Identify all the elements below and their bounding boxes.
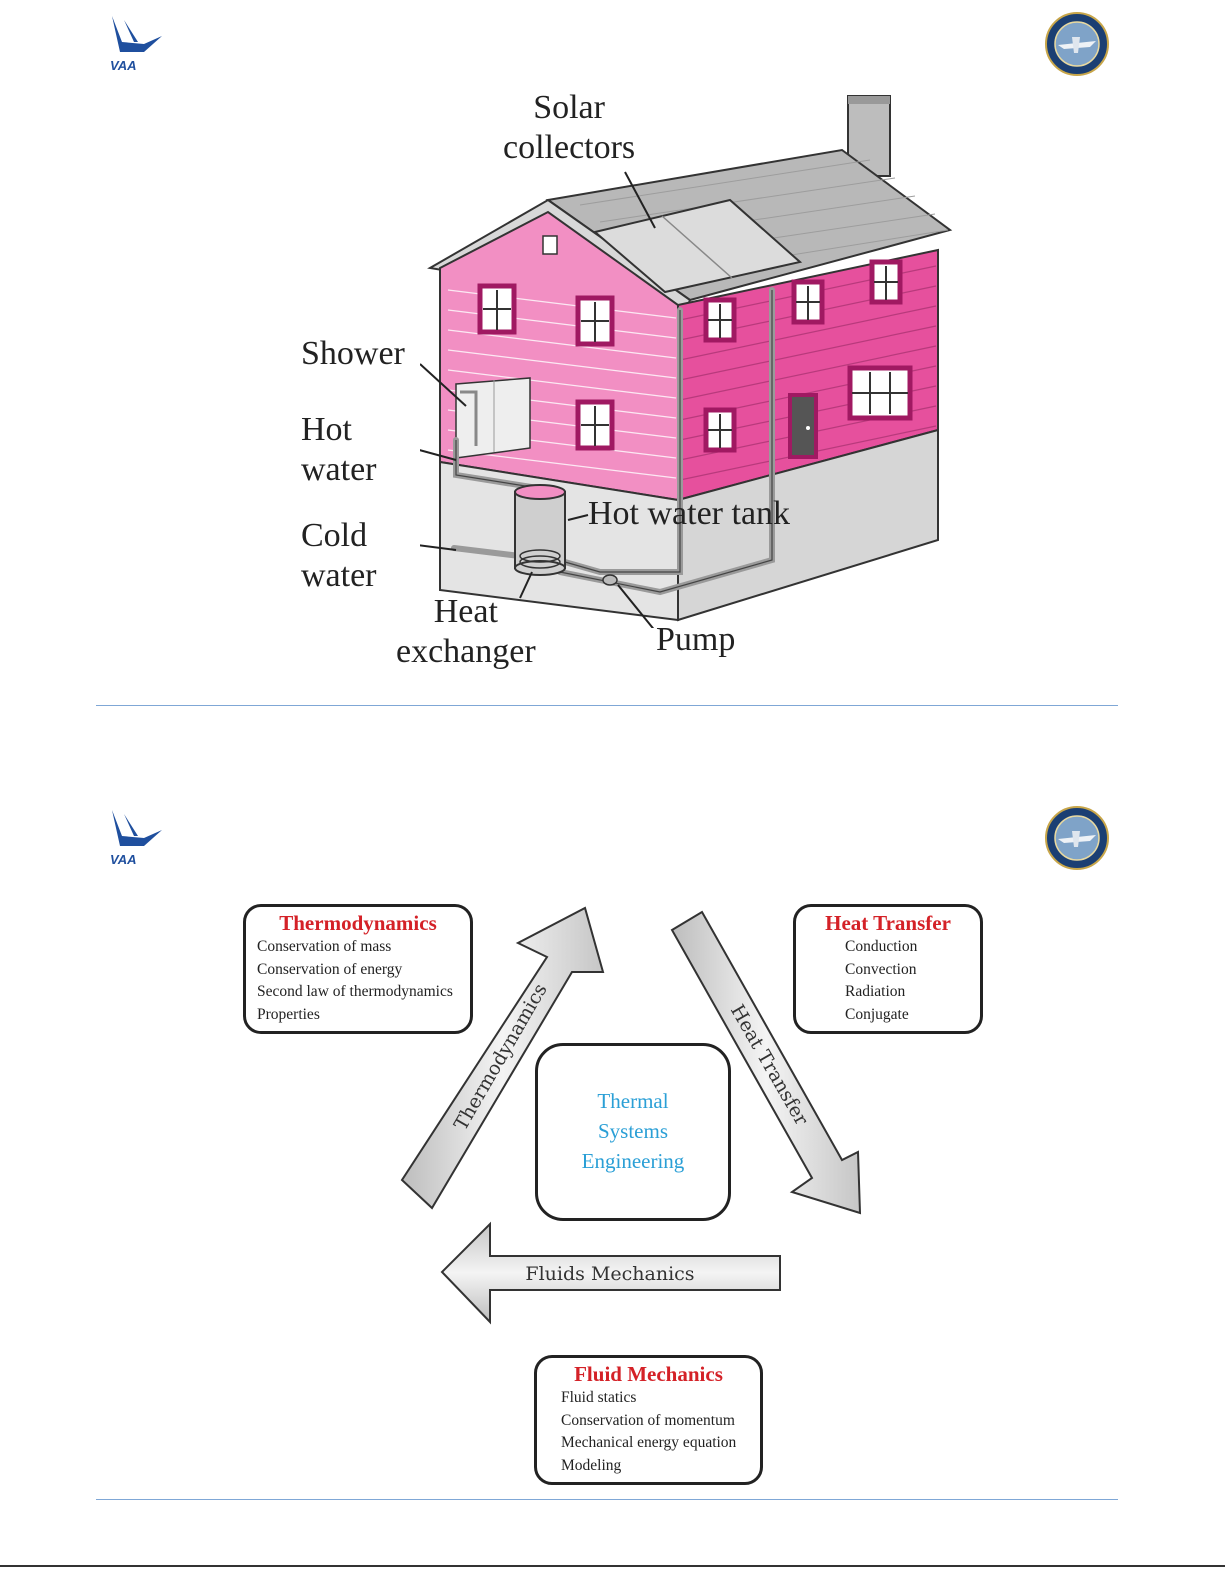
fluids-mechanics-arrow — [440, 1221, 781, 1325]
academy-seal-icon — [1045, 12, 1109, 76]
center-text-line: Systems — [597, 1119, 668, 1143]
thermo-item: Second law of thermodynamics — [257, 983, 453, 1000]
label-hot-water-tank: Hot water tank — [588, 495, 791, 532]
thermo-item: Conservation of mass — [257, 938, 392, 955]
fluid-mechanics-title: Fluid Mechanics — [574, 1362, 723, 1386]
fluid-item: Mechanical energy equation — [561, 1434, 737, 1451]
label-hot-water: Hot water — [301, 411, 377, 488]
fluid-item: Conservation of momentum — [561, 1411, 735, 1429]
label-heat-exchanger: Heat exchanger — [396, 593, 536, 670]
vaa-logo: VAA — [110, 810, 162, 867]
center-text-line: Thermal — [597, 1089, 669, 1113]
thermodynamics-arrow — [400, 906, 605, 1210]
thermodynamics-box: Thermodynamics Conservation of mass Cons… — [243, 904, 473, 1034]
thermo-item: Conservation of energy — [257, 960, 403, 978]
thermal-systems-engineering-box: Thermal Systems Engineering — [535, 1043, 731, 1221]
label-cold-water: Cold water — [301, 517, 377, 594]
fluid-mechanics-box: Fluid Mechanics Fluid statics Conservati… — [534, 1355, 763, 1485]
thermo-item: Properties — [257, 1005, 320, 1023]
heat-item: Conduction — [845, 938, 918, 955]
fluid-item: Modeling — [561, 1456, 622, 1474]
slide-2-rule — [96, 1499, 1118, 1500]
vaa-logo-text: VAA — [110, 852, 136, 867]
fluid-item: Fluid statics — [561, 1389, 637, 1406]
label-solar-collectors: Solar collectors — [503, 89, 636, 166]
arrow-label-fluids-mechanics: Fluids Mechanics — [525, 1263, 694, 1285]
academy-seal-icon — [1045, 806, 1109, 870]
heat-item: Radiation — [845, 983, 906, 1000]
heat-transfer-box: Heat Transfer Conduction Convection Radi… — [793, 904, 983, 1034]
center-text-line: Engineering — [581, 1149, 685, 1173]
label-pump: Pump — [656, 621, 736, 658]
heat-transfer-arrow — [670, 910, 862, 1215]
vaa-logo: VAA — [110, 16, 162, 73]
thermodynamics-title: Thermodynamics — [279, 911, 437, 935]
heat-item: Conjugate — [845, 1005, 909, 1023]
vaa-logo-text: VAA — [110, 58, 136, 73]
heat-transfer-title: Heat Transfer — [825, 911, 951, 935]
heat-item: Convection — [845, 960, 917, 978]
page-bottom-border — [0, 1565, 1225, 1567]
label-shower: Shower — [301, 335, 405, 372]
slide-1-rule — [96, 705, 1118, 706]
solar-house-illustration — [420, 95, 953, 628]
